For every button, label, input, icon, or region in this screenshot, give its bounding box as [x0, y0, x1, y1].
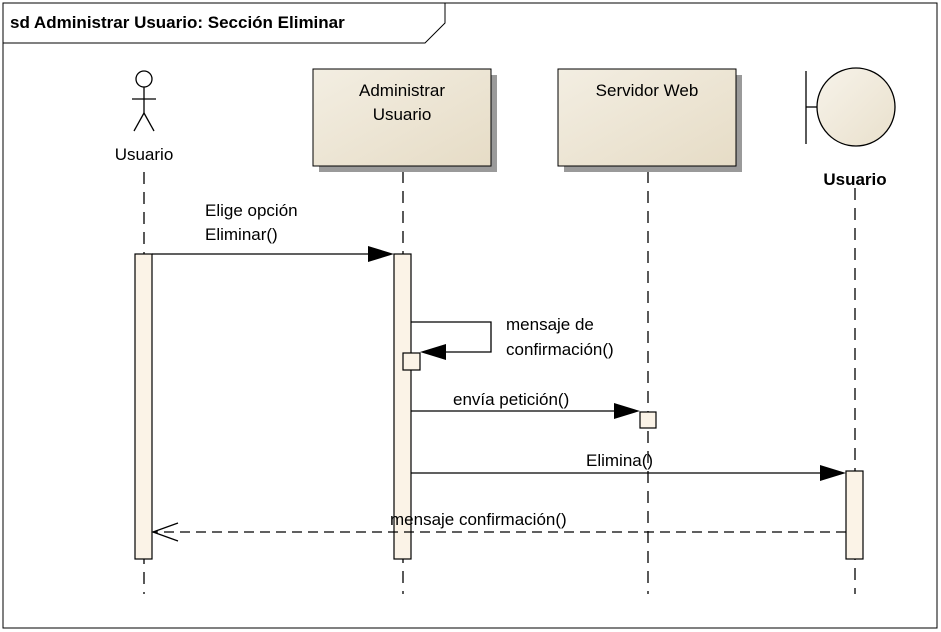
open-arrowhead-icon	[151, 522, 179, 542]
lifeline-box	[312, 68, 492, 167]
filled-arrowhead-icon	[820, 465, 846, 481]
actor-label: Usuario	[115, 145, 174, 164]
admin-self-activation	[402, 352, 421, 371]
message-elige-opcion[interactable]: Elige opción Eliminar()	[152, 201, 394, 262]
message-label: Elimina()	[586, 451, 653, 470]
message-label-line1: Elige opción	[205, 201, 298, 220]
lifeline-servidor-web[interactable]: Servidor Web	[557, 68, 742, 172]
admin-label-line2: Usuario	[373, 105, 432, 124]
boundary-label: Usuario	[823, 170, 886, 189]
message-envia-peticion[interactable]: envía petición()	[411, 390, 640, 419]
message-mensaje-confirmacion-return[interactable]: mensaje confirmación()	[151, 510, 846, 542]
lifeline-box	[557, 68, 737, 167]
boundary-activation	[845, 470, 864, 560]
self-message-line	[411, 321, 492, 353]
boundary-usuario[interactable]: Usuario	[805, 67, 896, 189]
message-elimina[interactable]: Elimina()	[411, 451, 846, 481]
server-activation	[639, 411, 657, 429]
message-label-line2: Eliminar()	[205, 225, 278, 244]
lifeline-administrar-usuario[interactable]: Administrar Usuario	[312, 68, 497, 172]
activation-bars	[134, 253, 864, 560]
stick-figure-icon	[132, 70, 156, 132]
message-mensaje-de-confirmacion[interactable]: mensaje de confirmación()	[411, 315, 614, 360]
filled-arrowhead-icon	[614, 403, 640, 419]
frame-title: sd Administrar Usuario: Sección Eliminar	[10, 13, 345, 32]
server-label: Servidor Web	[596, 81, 699, 100]
message-label: mensaje confirmación()	[390, 510, 567, 529]
message-label: envía petición()	[453, 390, 569, 409]
frame-title-tab	[2, 2, 446, 44]
message-label-line2: confirmación()	[506, 340, 614, 359]
boundary-icon	[805, 67, 896, 147]
admin-label-line1: Administrar	[359, 81, 445, 100]
actor-activation	[134, 253, 153, 560]
message-label-line1: mensaje de	[506, 315, 594, 334]
filled-arrowhead-icon	[368, 246, 394, 262]
admin-activation	[393, 253, 412, 560]
actor-usuario[interactable]: Usuario	[115, 70, 174, 164]
filled-arrowhead-icon	[420, 344, 446, 360]
